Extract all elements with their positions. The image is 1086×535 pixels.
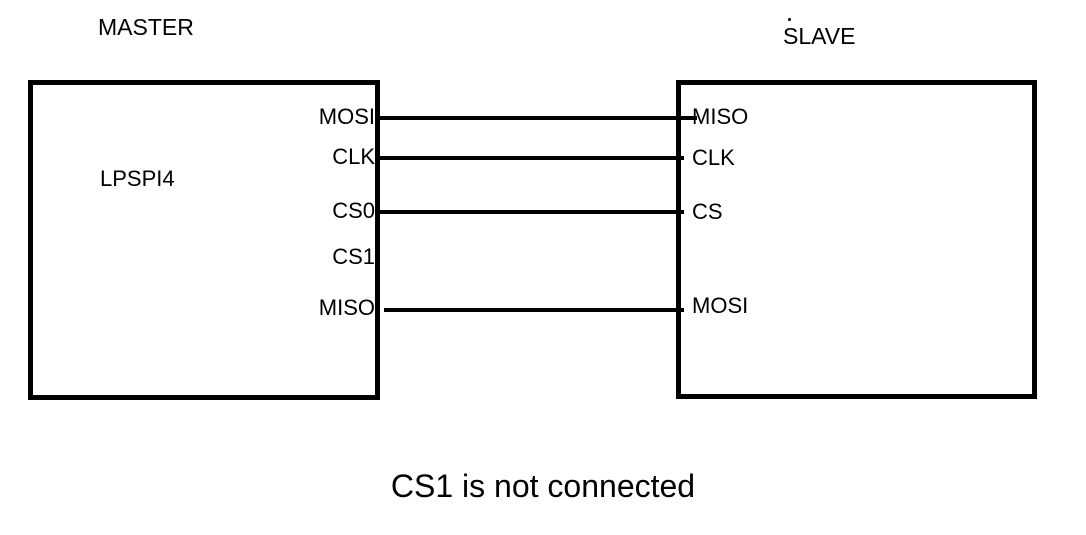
wire-cs0-to-cs — [378, 210, 684, 214]
slave-pin-cs: CS — [692, 199, 723, 224]
master-pin-miso: MISO — [318, 295, 375, 320]
slave-pin-mosi: MOSI — [692, 293, 749, 318]
wire-miso-to-mosi — [384, 308, 684, 312]
master-title: MASTER — [98, 14, 194, 40]
slave-box — [676, 80, 1037, 399]
master-pin-cs1: CS1 — [332, 244, 375, 269]
master-box — [28, 80, 380, 400]
wire-clk-to-clk — [378, 156, 684, 160]
master-chip-label: LPSPI4 — [100, 166, 175, 191]
master-pin-cs0: CS0 — [332, 198, 375, 223]
slave-pin-clk: CLK — [692, 145, 735, 170]
slave-pin-miso: MISO — [692, 104, 749, 129]
master-pin-clk: CLK — [332, 144, 375, 169]
wire-mosi-to-miso — [378, 116, 697, 120]
slave-title: SLAVE — [783, 23, 856, 49]
master-pin-mosi: MOSI — [318, 104, 375, 129]
diagram-caption: CS1 is not connected — [390, 468, 696, 504]
stray-dot-mark — [788, 18, 791, 21]
